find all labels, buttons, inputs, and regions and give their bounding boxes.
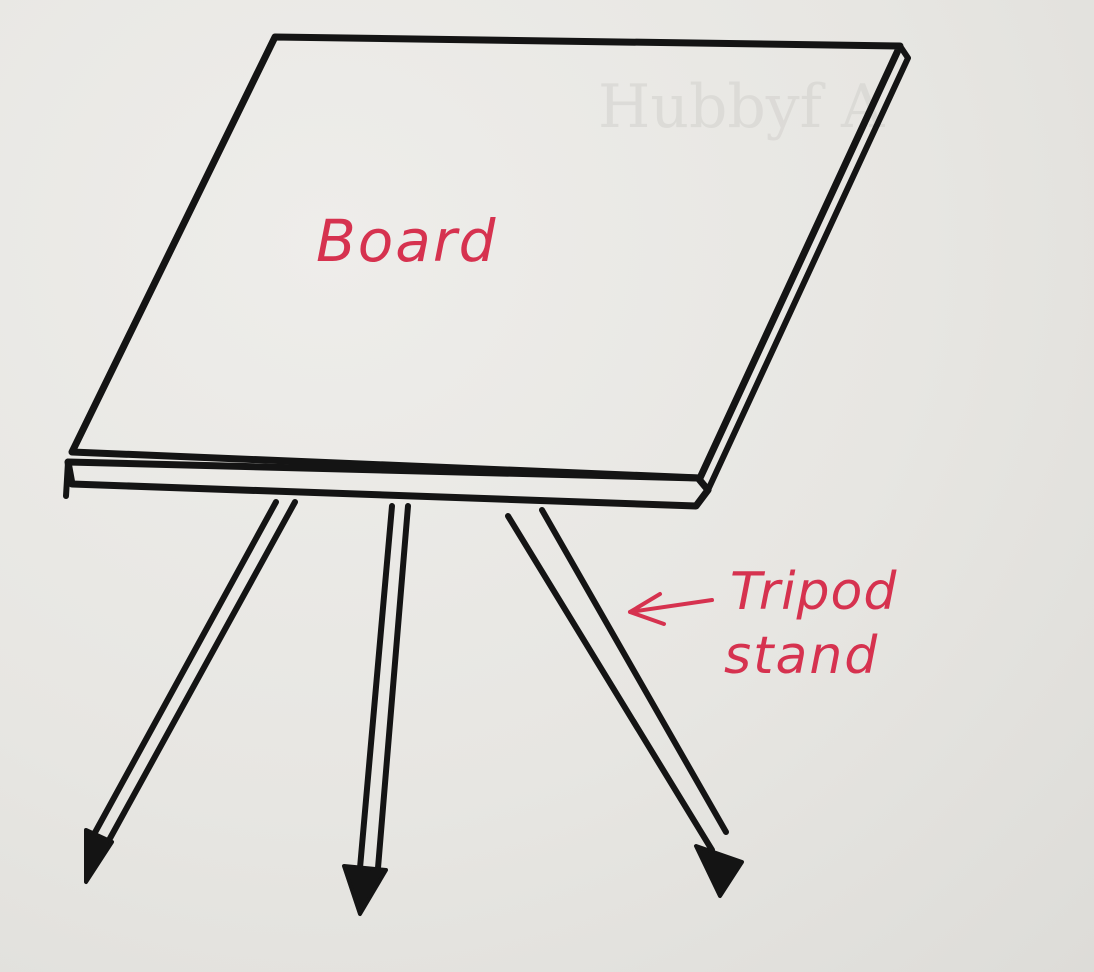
board-front-edge-corner	[63, 459, 71, 499]
leg-tip-right	[694, 844, 744, 898]
tripod-leg-middle	[342, 503, 411, 916]
leg-tip-middle	[342, 864, 388, 916]
board-label: Board	[316, 207, 498, 275]
board-right-edge	[705, 43, 911, 493]
tripod-leg-right	[505, 507, 744, 898]
leg-tip-left	[84, 828, 114, 884]
board-front-edge	[64, 458, 712, 510]
bleed-through-scribble: Hubbyf A	[598, 72, 885, 142]
tripod-leg-left	[84, 499, 298, 884]
stand-label-line-2: stand	[724, 626, 880, 686]
arrow-icon	[628, 592, 714, 626]
stand-label-line-1: Tripod	[730, 562, 898, 622]
